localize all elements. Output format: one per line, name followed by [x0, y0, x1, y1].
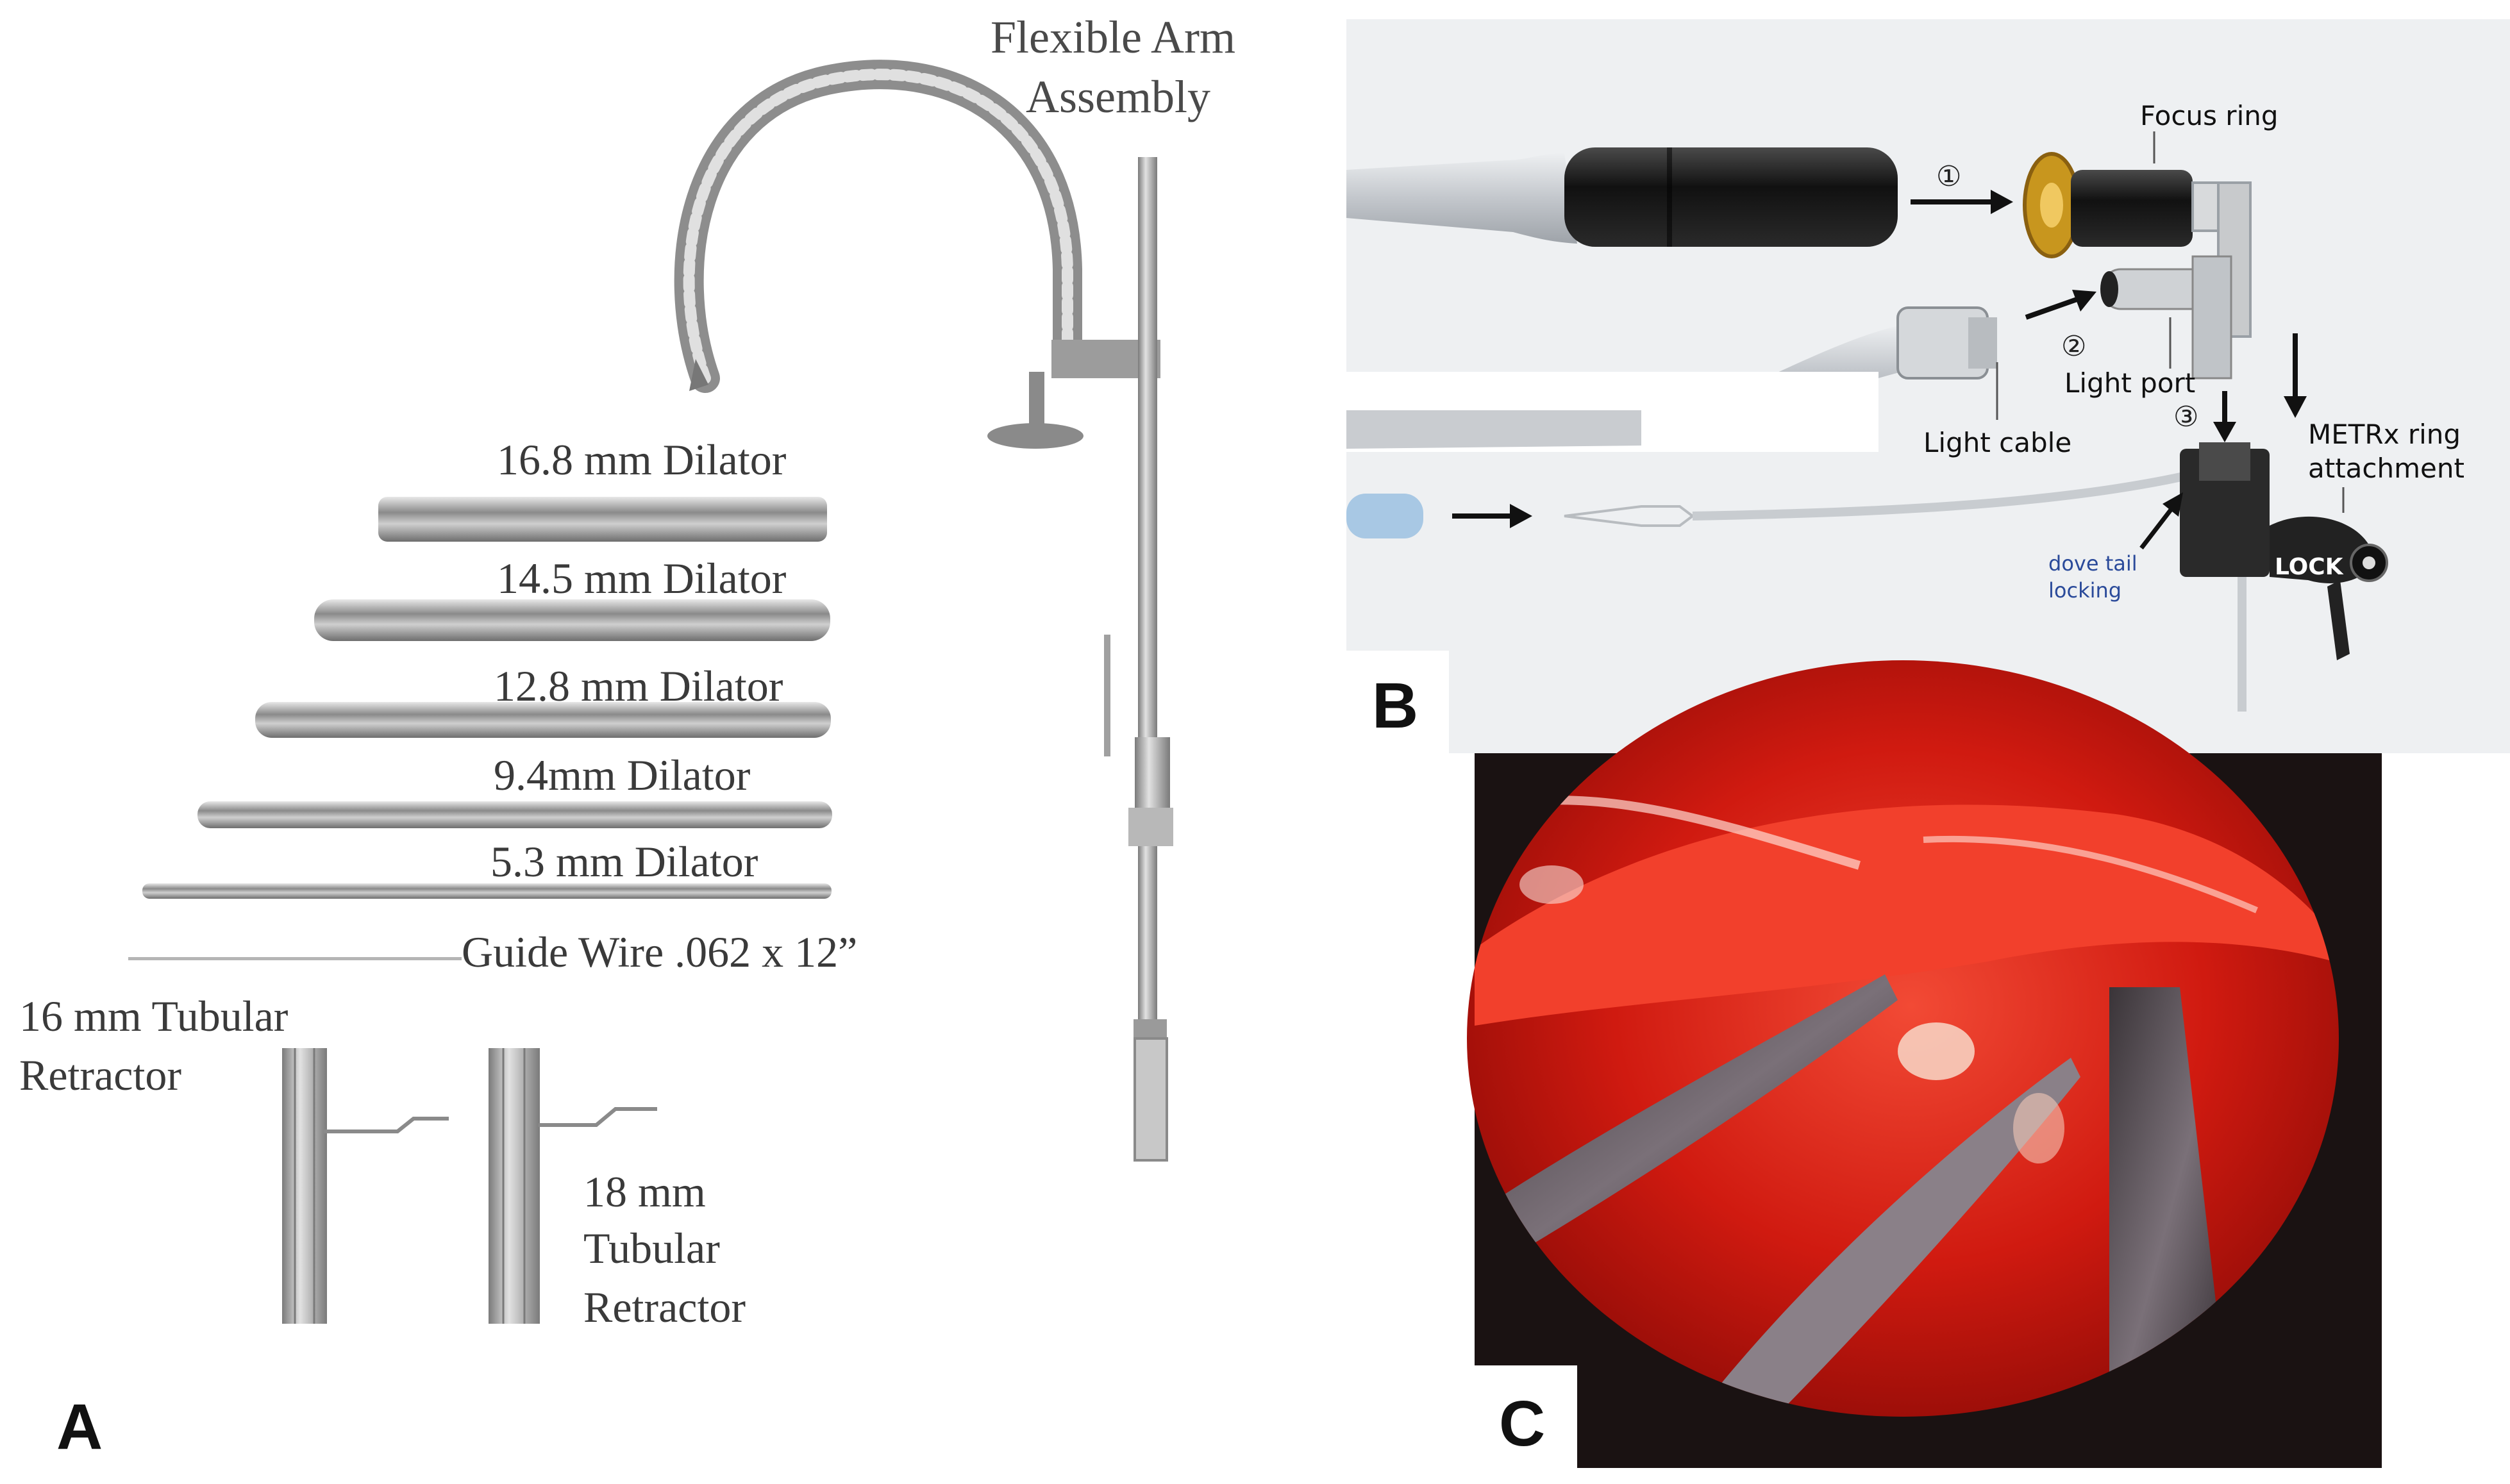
dilator-rod-53 — [142, 883, 832, 899]
retractor-16-illustration — [282, 1048, 449, 1324]
label-retractor-16-line2: Retractor — [19, 1051, 181, 1099]
panel-letter-b: B — [1372, 670, 1418, 742]
label-step-2: ② — [2061, 330, 2086, 363]
label-light-cable: Light cable — [1923, 427, 2071, 458]
label-dilator-94: 9.4mm Dilator — [494, 751, 751, 799]
label-light-port: Light port — [2064, 367, 2195, 399]
panel-letter-c: C — [1499, 1388, 1545, 1460]
label-metrx-line1: METRx ring — [2308, 419, 2461, 450]
flexible-arm-illustration — [674, 60, 1173, 1162]
label-flexible-arm-line2: Assembly — [1026, 71, 1210, 122]
guide-wire-line — [128, 957, 462, 960]
label-retractor-18-line3: Retractor — [583, 1283, 746, 1331]
panel-b: LOCK ① ② ③ Focus ring Light port Light c… — [1346, 19, 2510, 753]
lock-text: LOCK — [2275, 554, 2344, 580]
label-flexible-arm-line1: Flexible Arm — [991, 12, 1235, 63]
endoscope-body — [1564, 147, 1898, 247]
label-step-3: ③ — [2173, 401, 2198, 433]
dilator-rod-128 — [255, 702, 831, 738]
label-focus-ring: Focus ring — [2140, 100, 2279, 131]
label-step-1: ① — [1936, 160, 1961, 193]
label-dove-tail-line2: locking — [2048, 578, 2121, 603]
label-dove-tail-line1: dove tail — [2048, 551, 2138, 576]
label-retractor-18-line1: 18 mm — [583, 1167, 706, 1216]
label-guide-wire: Guide Wire .062 x 12” — [462, 928, 857, 976]
label-dilator-168: 16.8 mm Dilator — [497, 435, 787, 484]
dilator-rod-94 — [197, 801, 832, 828]
panel-a: Flexible Arm Assembly 16.8 mm Dilator 14… — [19, 12, 1235, 1463]
label-dilator-53: 5.3 mm Dilator — [490, 837, 758, 886]
dilator-rod-145 — [314, 599, 830, 641]
label-retractor-18-line2: Tubular — [583, 1224, 720, 1272]
panel-letter-a: A — [56, 1391, 103, 1463]
label-dilator-145: 14.5 mm Dilator — [497, 554, 787, 603]
dilator-rod-168 — [378, 497, 827, 542]
retractor-18-illustration — [489, 1048, 657, 1324]
label-retractor-16-line1: 16 mm Tubular — [19, 992, 289, 1040]
label-metrx-line2: attachment — [2308, 453, 2464, 484]
panel-c: C — [1467, 660, 2382, 1468]
label-dilator-128: 12.8 mm Dilator — [494, 662, 783, 710]
endoscopic-view-circle — [1467, 660, 2339, 1417]
